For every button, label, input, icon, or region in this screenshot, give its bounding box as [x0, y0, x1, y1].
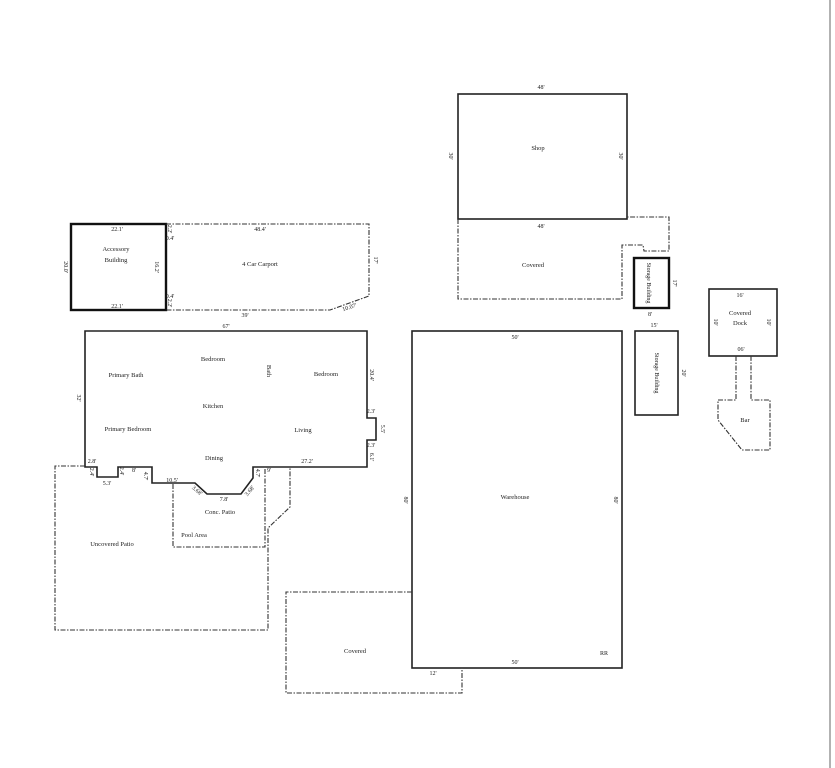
room-label-bedroom: Bedroom — [201, 356, 225, 363]
dim-label: 80' — [402, 496, 408, 503]
dim-label: 32' — [75, 394, 81, 401]
warehouse-covered-label: Covered — [344, 648, 367, 655]
dim-label: 5.3' — [103, 481, 112, 487]
accessory-building-label-2: Building — [105, 257, 129, 264]
dim-label: 2.2' — [166, 225, 172, 234]
dim-label: 8' — [132, 468, 136, 474]
dim-label: 0.4' — [166, 236, 175, 242]
dim-label: 30' — [447, 152, 453, 159]
dim-label: 10' — [712, 318, 718, 325]
shop-covered-outline — [457, 216, 670, 300]
dim-label: 2.3' — [367, 443, 376, 449]
rr-label: RR — [600, 651, 608, 657]
warehouse-covered-outline — [285, 591, 463, 694]
uncovered-patio-label: Uncovered Patio — [90, 541, 134, 548]
dim-label: 4.7' — [142, 472, 148, 481]
dim-label: 8' — [648, 312, 652, 318]
dim-label: 2.4' — [118, 467, 124, 476]
dim-label: 5.5' — [379, 425, 385, 434]
accessory-building-label: Accessory — [102, 246, 130, 253]
storage-building-1-outline — [632, 256, 671, 310]
dim-label: 10.07' — [342, 303, 358, 313]
room-label-dining: Dining — [205, 455, 224, 462]
shop-covered-label: Covered — [522, 262, 545, 269]
storage-building-label: Storage Building — [653, 353, 659, 394]
shop-label: Shop — [531, 145, 544, 152]
carport-outline — [166, 223, 370, 311]
dim-label: 2.4' — [88, 468, 94, 477]
dim-label: 22.1' — [111, 304, 123, 310]
room-label-bath: Bath — [265, 365, 272, 378]
conc-patio-label: Conc. Patio — [205, 509, 235, 516]
room-label-primary-bedroom: Primary Bedroom — [105, 426, 152, 433]
dim-label: 50' — [511, 335, 518, 341]
dim-label: 0.4' — [166, 294, 175, 300]
storage-building-label: Storage Building — [645, 263, 651, 304]
dim-label: 27.2' — [301, 459, 313, 465]
dim-label: 7.8' — [220, 497, 229, 503]
dim-label: 20.4' — [368, 369, 374, 381]
bar-label: Bar — [740, 417, 750, 424]
accessory-building-outline — [69, 222, 168, 312]
bar-outline — [717, 356, 771, 451]
warehouse-label: Warehouse — [501, 494, 530, 501]
dim-label: 17' — [671, 279, 677, 286]
covered-dock-outline — [708, 288, 778, 357]
dim-label: 4.7' — [254, 469, 260, 478]
dim-label: 3.68' — [190, 485, 203, 497]
covered-dock-label-2: Dock — [733, 320, 748, 327]
uncovered-patio-outline — [54, 465, 291, 631]
dim-label: 16' — [736, 293, 743, 299]
dim-label: 6.1' — [368, 453, 374, 462]
dim-label: 80' — [612, 496, 618, 503]
dim-label: 2.8' — [88, 459, 97, 465]
dim-label: 50' — [511, 660, 518, 666]
dim-label: 16.2' — [153, 261, 159, 273]
house-outline — [84, 330, 377, 495]
shop-outline — [457, 93, 628, 220]
dim-label: 48' — [537, 224, 544, 230]
dim-label: 10' — [765, 318, 771, 325]
room-label-kitchen: Kitchen — [203, 403, 224, 410]
dim-label: 67' — [222, 324, 229, 330]
dim-label: 30' — [617, 152, 623, 159]
dim-label: 2.2' — [166, 299, 172, 308]
dim-label: 48' — [537, 85, 544, 91]
covered-dock-label: Covered — [729, 310, 752, 317]
dim-label: 20' — [680, 369, 686, 376]
dim-label: 17' — [372, 256, 378, 263]
dim-label: 10.5' — [166, 478, 178, 484]
carport-label: 4 Car Carport — [242, 261, 278, 268]
dim-label: 12' — [429, 671, 436, 677]
dim-label: 06' — [737, 347, 744, 353]
dim-label: 20.0' — [62, 261, 68, 273]
dim-label: 39' — [241, 313, 248, 319]
dim-label: 48.4' — [254, 227, 266, 233]
dim-label: 9' — [267, 468, 271, 474]
covered-patio-outline — [172, 467, 266, 548]
room-label-bedroom: Bedroom — [314, 371, 338, 378]
room-label-living: Living — [294, 427, 312, 434]
dim-label: 2.3' — [367, 409, 376, 415]
storage-building-2-outline — [634, 330, 679, 416]
pool-area-label: Pool Area — [181, 532, 207, 539]
room-label-primary-bath: Primary Bath — [109, 372, 145, 379]
dim-label: 22.1' — [111, 227, 123, 233]
warehouse-outline — [411, 330, 623, 669]
dim-label: 15' — [650, 323, 657, 329]
